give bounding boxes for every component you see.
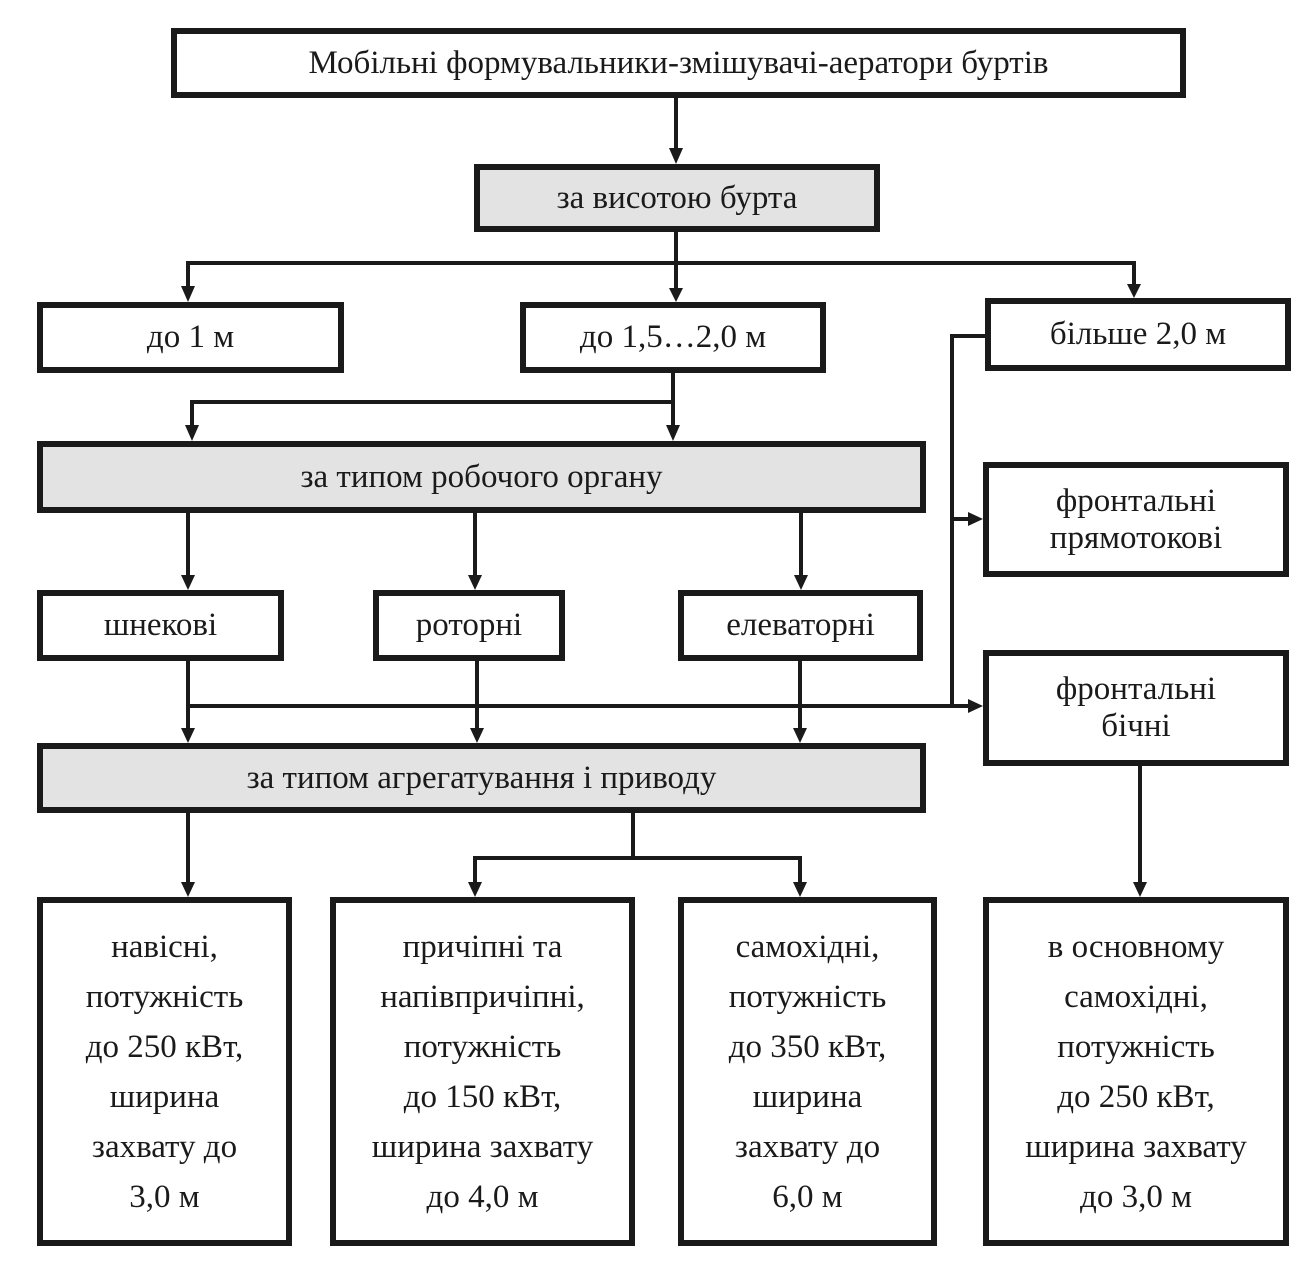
aggregation-type-label: самохідні, потужність до 350 кВт, ширина…: [728, 928, 887, 1215]
connector-organ-bus: [190, 400, 673, 427]
arrowhead-icon: [793, 882, 807, 897]
aggregation-type-label: причіпні та напівпричіпні, потужність до…: [371, 928, 594, 1215]
root-label: Мобільні формувальники-змішувачі-аератор…: [308, 44, 1049, 81]
criterion-aggregation: за типом агрегатування і приводу: [37, 743, 926, 813]
arrowhead-icon: [669, 288, 683, 302]
arrowhead-icon: [968, 512, 983, 526]
arrowhead-icon: [666, 425, 680, 441]
connector-high-class-branch: [950, 334, 985, 706]
aggregation-type-label: в основному самохідні, потужність до 250…: [1025, 928, 1247, 1215]
organ-type-label: елеваторні: [726, 607, 875, 644]
criterion-height: за висотою бурта: [474, 164, 880, 232]
organ-type-auger: шнекові: [37, 590, 284, 661]
height-class-label: до 1 м: [146, 319, 235, 356]
frontal-side-label: фронтальні бічні: [1055, 671, 1217, 744]
organ-type-label: роторні: [415, 607, 523, 644]
aggregation-type-trailed: причіпні та напівпричіпні, потужність до…: [330, 897, 635, 1246]
height-class-label: більше 2,0 м: [1049, 316, 1227, 353]
organ-type-rotor: роторні: [373, 590, 565, 661]
criterion-working-organ: за типом робочого органу: [37, 441, 926, 513]
connector-agg-bus: [473, 856, 802, 883]
arrowhead-icon: [968, 699, 983, 713]
arrowhead-icon: [181, 286, 195, 302]
arrowhead-icon: [468, 575, 482, 590]
root-node: Мобільні формувальники-змішувачі-аератор…: [171, 28, 1186, 98]
height-class-label: до 1,5…2,0 м: [579, 319, 767, 356]
organ-type-elevator: елеваторні: [678, 590, 923, 661]
height-class-up-to-2m: до 1,5…2,0 м: [520, 302, 826, 373]
organ-type-label: шнекові: [103, 607, 218, 644]
arrowhead-icon: [470, 728, 484, 743]
arrowhead-icon: [185, 425, 199, 441]
arrowhead-icon: [1127, 284, 1141, 298]
arrowhead-icon: [793, 728, 807, 743]
frontal-direct-node: фронтальні прямотокові: [983, 462, 1289, 577]
criterion-height-label: за висотою бурта: [556, 179, 798, 216]
height-class-over-2m: більше 2,0 м: [985, 298, 1291, 371]
aggregation-type-self-propelled: самохідні, потужність до 350 кВт, ширина…: [678, 897, 937, 1246]
arrowhead-icon: [669, 148, 683, 164]
arrowhead-icon: [181, 728, 195, 743]
arrowhead-icon: [181, 575, 195, 590]
arrowhead-icon: [181, 882, 195, 897]
height-class-up-to-1m: до 1 м: [37, 302, 344, 373]
frontal-direct-label: фронтальні прямотокові: [1049, 482, 1223, 556]
aggregation-type-frontal-self-propelled: в основному самохідні, потужність до 250…: [983, 897, 1289, 1246]
arrowhead-icon: [794, 575, 808, 590]
criterion-working-organ-label: за типом робочого органу: [300, 458, 663, 495]
frontal-side-node: фронтальні бічні: [983, 650, 1289, 766]
criterion-aggregation-label: за типом агрегатування і приводу: [246, 759, 717, 796]
connector-height-bus: [186, 261, 1136, 286]
arrowhead-icon: [1133, 882, 1147, 897]
aggregation-type-label: навісні, потужність до 250 кВт, ширина з…: [85, 928, 244, 1215]
aggregation-type-mounted: навісні, потужність до 250 кВт, ширина з…: [37, 897, 292, 1246]
arrowhead-icon: [468, 882, 482, 897]
